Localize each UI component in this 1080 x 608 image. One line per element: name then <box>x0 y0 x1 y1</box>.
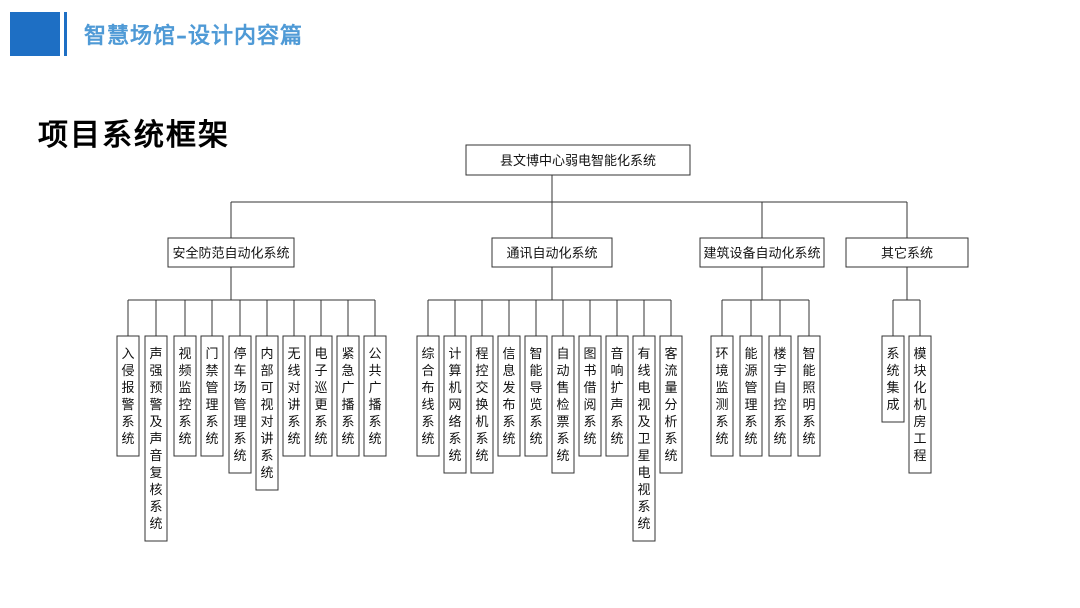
group-node-label: 安全防范自动化系统 <box>172 246 289 262</box>
group-node-label: 其它系统 <box>881 246 933 262</box>
page-title: 项目系统框架 <box>38 118 230 153</box>
leaf-node <box>659 335 683 474</box>
leaf-node <box>497 335 521 457</box>
leaf-node-label: 有线电视及卫星电视系统 <box>637 347 650 532</box>
leaf-node <box>363 335 387 457</box>
leaf-node <box>416 335 440 457</box>
leaf-node-label: 系统集成 <box>886 347 899 413</box>
leaf-node <box>116 335 140 457</box>
leaf-node-label: 能源管理系统 <box>744 347 757 447</box>
leaf-node <box>200 335 224 457</box>
leaf-node-label: 模块化机房工程 <box>913 347 926 464</box>
leaf-node <box>551 335 575 474</box>
group-node <box>699 237 825 268</box>
leaf-node <box>908 335 932 474</box>
leaf-node <box>881 335 905 423</box>
leaf-node-label: 紧急广播系统 <box>341 347 354 447</box>
leaf-node-label: 楼宇自控系统 <box>773 347 786 447</box>
leaf-node <box>768 335 792 457</box>
leaf-node <box>144 335 168 542</box>
leaf-node <box>739 335 763 457</box>
leaf-node <box>524 335 548 457</box>
leaf-node-label: 智能照明系统 <box>802 347 815 447</box>
leaf-node-label: 视频监控系统 <box>178 347 191 447</box>
leaf-node-label: 程控交换机系统 <box>475 347 488 464</box>
leaf-node <box>336 335 360 457</box>
root-node-label: 县文博中心弱电智能化系统 <box>500 154 656 169</box>
leaf-node-label: 入侵报警系统 <box>121 347 134 447</box>
leaf-node <box>797 335 821 457</box>
leaf-node-label: 图书借阅系统 <box>583 347 596 447</box>
leaf-node <box>282 335 306 457</box>
leaf-node-label: 音响扩声系统 <box>610 346 623 447</box>
leaf-node-label: 自动售检票系统 <box>556 347 569 464</box>
leaf-node <box>309 335 333 457</box>
group-node-label: 建筑设备自动化系统 <box>703 246 820 262</box>
leaf-node-label: 停车场管理系统 <box>233 346 246 464</box>
header-title: 智慧场馆–设计内容篇 <box>84 24 304 49</box>
leaf-node <box>578 335 602 457</box>
leaf-node-label: 计算机网络系统 <box>448 347 461 464</box>
leaf-node <box>605 335 629 457</box>
leaf-node-label: 声强预警及声音复核系统 <box>149 347 162 532</box>
leaf-node <box>710 335 734 457</box>
leaf-node-label: 无线对讲系统 <box>287 347 300 447</box>
leaf-node-label: 电子巡更系统 <box>314 347 327 447</box>
leaf-node-label: 公共广播系统 <box>368 347 381 447</box>
leaf-node <box>632 335 656 542</box>
leaf-node <box>173 335 197 457</box>
group-node <box>167 237 295 268</box>
header-accent-block <box>10 12 60 56</box>
leaf-node <box>228 335 252 474</box>
root-node <box>465 144 691 176</box>
leaf-node-label: 智能导览系统 <box>529 347 542 447</box>
leaf-node <box>470 335 494 474</box>
leaf-node-label: 门禁管理系统 <box>205 347 218 447</box>
group-node-label: 通讯自动化系统 <box>506 247 597 262</box>
leaf-node-label: 内部可视对讲系统 <box>260 346 273 481</box>
leaf-node <box>443 335 467 474</box>
leaf-node-label: 信息发布系统 <box>502 347 515 447</box>
leaf-node-label: 综合布线系统 <box>421 347 434 447</box>
leaf-node-label: 客流量分析系统 <box>664 346 677 464</box>
leaf-node <box>255 335 279 491</box>
leaf-node-label: 环境监测系统 <box>715 347 728 447</box>
header-accent-bar <box>64 12 67 56</box>
